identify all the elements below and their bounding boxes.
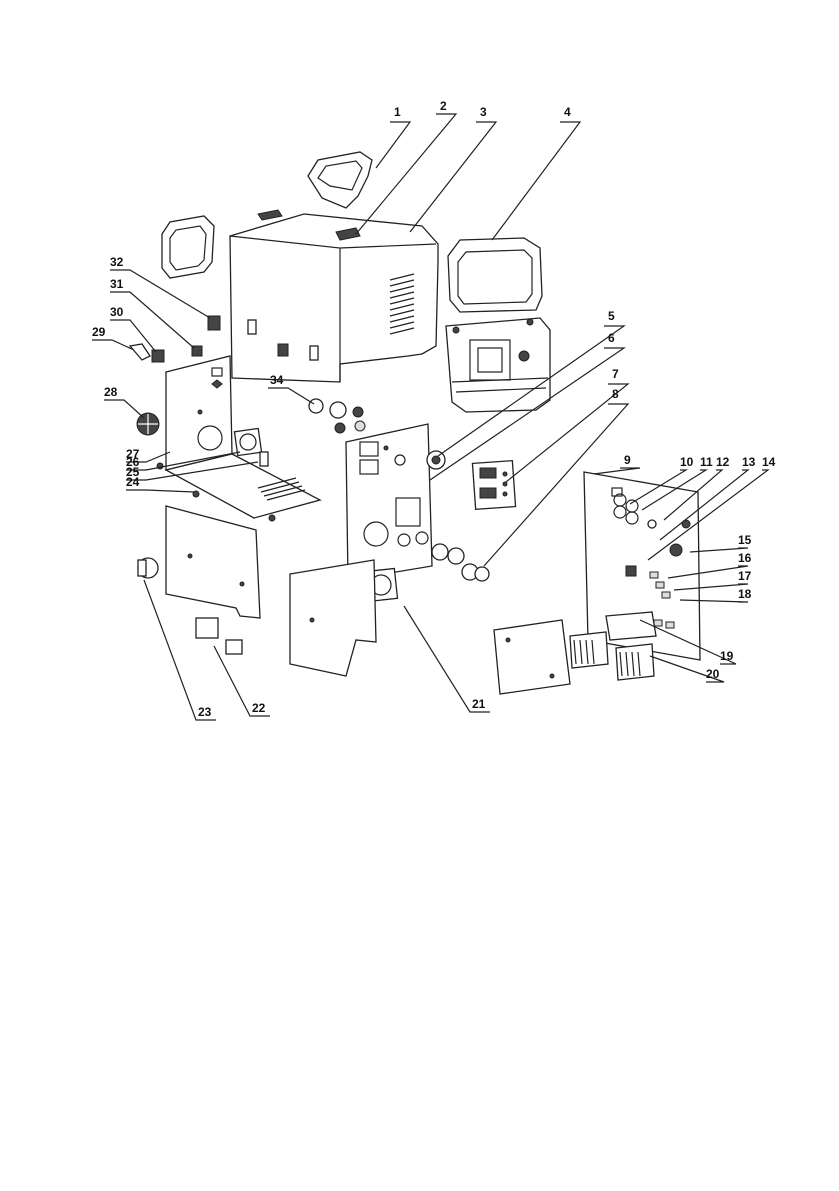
callout-5: 5 bbox=[608, 309, 615, 323]
part-housing bbox=[230, 210, 438, 382]
part-gas-valve bbox=[196, 618, 242, 654]
callout-32: 32 bbox=[110, 255, 124, 269]
part-handle bbox=[308, 152, 372, 208]
callout-30: 30 bbox=[110, 305, 124, 319]
part-front-panel bbox=[346, 424, 432, 580]
callout-8: 8 bbox=[612, 387, 619, 401]
callout-1: 1 bbox=[394, 105, 401, 119]
callout-4: 4 bbox=[564, 105, 571, 119]
part-cable-clamp bbox=[130, 344, 150, 360]
callout-16: 16 bbox=[738, 551, 752, 565]
part-inner-plate bbox=[290, 560, 376, 676]
part-spool-hub bbox=[138, 558, 158, 578]
callout-11: 11 bbox=[700, 455, 713, 469]
callout-12: 12 bbox=[716, 455, 730, 469]
part-rear-panel bbox=[166, 356, 232, 470]
callout-17: 17 bbox=[738, 569, 752, 583]
callout-13: 13 bbox=[742, 455, 756, 469]
callout-23: 23 bbox=[198, 705, 212, 719]
part-output-connector bbox=[432, 544, 489, 581]
callout-14: 14 bbox=[762, 455, 776, 469]
callout-29: 29 bbox=[92, 325, 106, 339]
callout-9: 9 bbox=[624, 453, 631, 467]
part-bottom-pcb bbox=[494, 620, 570, 694]
callout-19: 19 bbox=[720, 649, 734, 663]
callout-21: 21 bbox=[472, 697, 486, 711]
callout-28: 28 bbox=[104, 385, 118, 399]
callout-3: 3 bbox=[480, 105, 487, 119]
part-drive-rollers bbox=[309, 399, 365, 433]
part-foot bbox=[269, 515, 275, 521]
part-capacitor bbox=[260, 452, 268, 466]
callout-34: 34 bbox=[270, 373, 284, 387]
callout-31: 31 bbox=[110, 277, 124, 291]
part-display-board bbox=[472, 461, 515, 510]
part-fan-grille bbox=[137, 413, 159, 435]
callout-22: 22 bbox=[252, 701, 266, 715]
part-fan bbox=[234, 428, 261, 455]
part-side-panel bbox=[166, 506, 260, 618]
part-heatsinks bbox=[570, 612, 656, 680]
callout-7: 7 bbox=[612, 367, 619, 381]
callout-15: 15 bbox=[738, 533, 752, 547]
part-front-bezel bbox=[446, 238, 550, 412]
part-rear-bezel bbox=[162, 216, 214, 278]
callout-6: 6 bbox=[608, 331, 615, 345]
part-cable-gland bbox=[152, 350, 164, 362]
callout-10: 10 bbox=[680, 455, 694, 469]
callout-20: 20 bbox=[706, 667, 720, 681]
callout-2: 2 bbox=[440, 99, 447, 113]
callout-27: 27 bbox=[126, 447, 140, 461]
callout-18: 18 bbox=[738, 587, 752, 601]
